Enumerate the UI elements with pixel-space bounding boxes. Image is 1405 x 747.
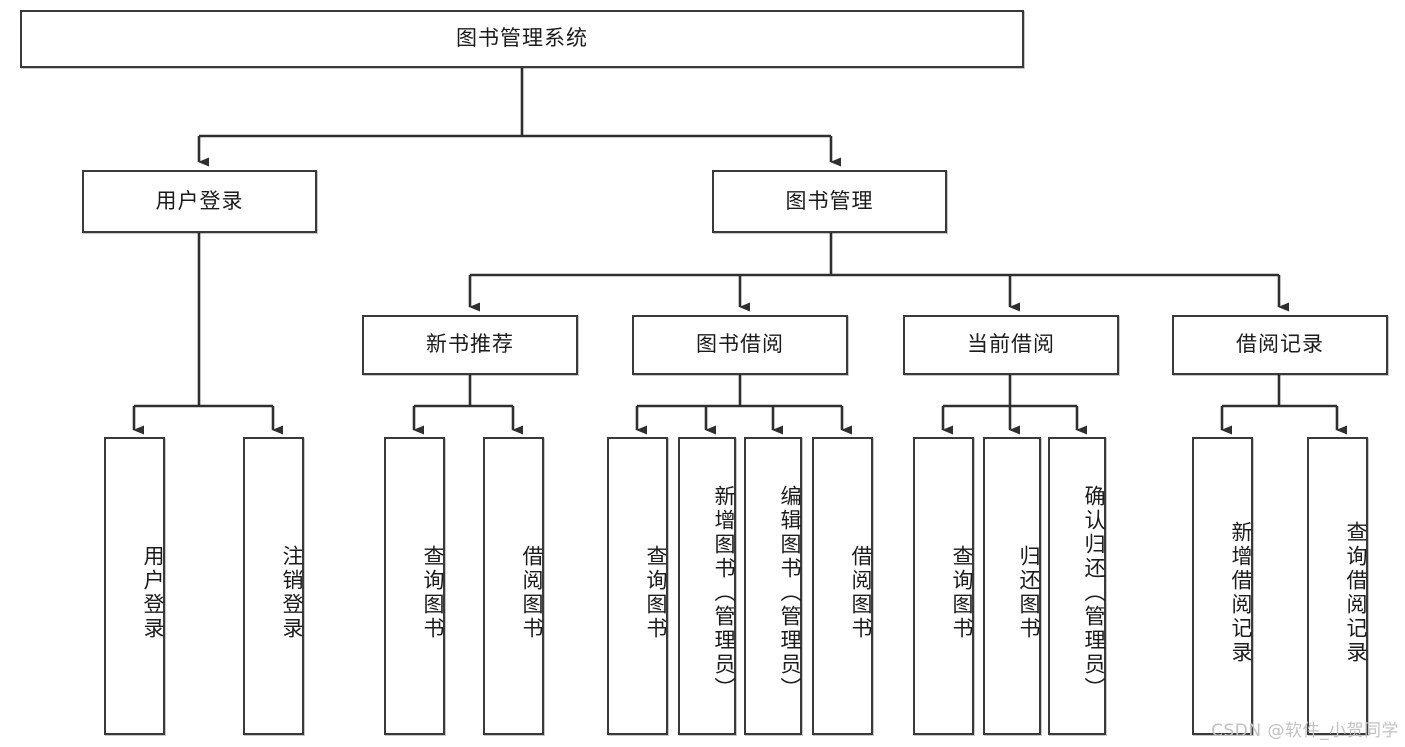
node-leaf-query-record[interactable]: 查询借阅记录 [1307,437,1368,735]
node-leaf-query-book-1[interactable]: 查询图书 [384,437,445,735]
node-leaf-edit-book[interactable]: 编辑图书（管理员） [744,437,802,735]
node-leaf-query-book-3[interactable]: 查询图书 [913,437,974,735]
node-leaf-add-record[interactable]: 新增借阅记录 [1192,437,1253,735]
node-leaf-query-book-2-label: 查询图书 [644,545,668,641]
node-borrow-record[interactable]: 借阅记录 [1172,315,1388,375]
node-leaf-edit-book-label: 编辑图书（管理员） [778,485,802,701]
node-borrow-record-label: 借阅记录 [1236,332,1324,357]
csdn-watermark: CSDN @软件_小贺同学 [1211,721,1399,741]
node-leaf-borrow-book-2[interactable]: 借阅图书 [812,437,873,735]
node-new-book-rec[interactable]: 新书推荐 [362,315,578,375]
node-leaf-user-login[interactable]: 用户登录 [104,437,165,735]
node-leaf-confirm-return[interactable]: 确认归还（管理员） [1048,437,1106,735]
node-book-manage-label: 图书管理 [785,188,874,213]
node-root[interactable]: 图书管理系统 [20,10,1024,68]
node-root-label: 图书管理系统 [456,26,588,51]
node-leaf-query-book-3-label: 查询图书 [950,545,974,641]
node-leaf-borrow-book-1-label: 借阅图书 [520,545,544,641]
node-book-borrow-label: 图书借阅 [696,332,784,357]
node-leaf-confirm-return-label: 确认归还（管理员） [1082,485,1106,701]
node-leaf-borrow-book-2-label: 借阅图书 [849,545,873,641]
node-leaf-add-record-label: 新增借阅记录 [1229,521,1253,665]
node-leaf-logout-label: 注销登录 [280,545,304,641]
node-current-borrow-label: 当前借阅 [967,332,1055,357]
node-leaf-query-book-2[interactable]: 查询图书 [607,437,668,735]
node-new-book-rec-label: 新书推荐 [426,332,514,357]
node-leaf-query-record-label: 查询借阅记录 [1344,521,1368,665]
node-user-login[interactable]: 用户登录 [82,170,317,233]
node-book-manage[interactable]: 图书管理 [712,170,947,233]
node-leaf-return-book-label: 归还图书 [1017,545,1041,641]
node-leaf-add-book[interactable]: 新增图书（管理员） [678,437,736,735]
node-current-borrow[interactable]: 当前借阅 [903,315,1119,375]
node-leaf-user-login-label: 用户登录 [141,545,165,641]
node-leaf-logout[interactable]: 注销登录 [243,437,304,735]
node-leaf-borrow-book-1[interactable]: 借阅图书 [483,437,544,735]
node-book-borrow[interactable]: 图书借阅 [632,315,848,375]
node-user-login-label: 用户登录 [155,188,244,213]
node-leaf-query-book-1-label: 查询图书 [421,545,445,641]
node-leaf-add-book-label: 新增图书（管理员） [712,485,736,701]
node-leaf-return-book[interactable]: 归还图书 [983,437,1041,735]
